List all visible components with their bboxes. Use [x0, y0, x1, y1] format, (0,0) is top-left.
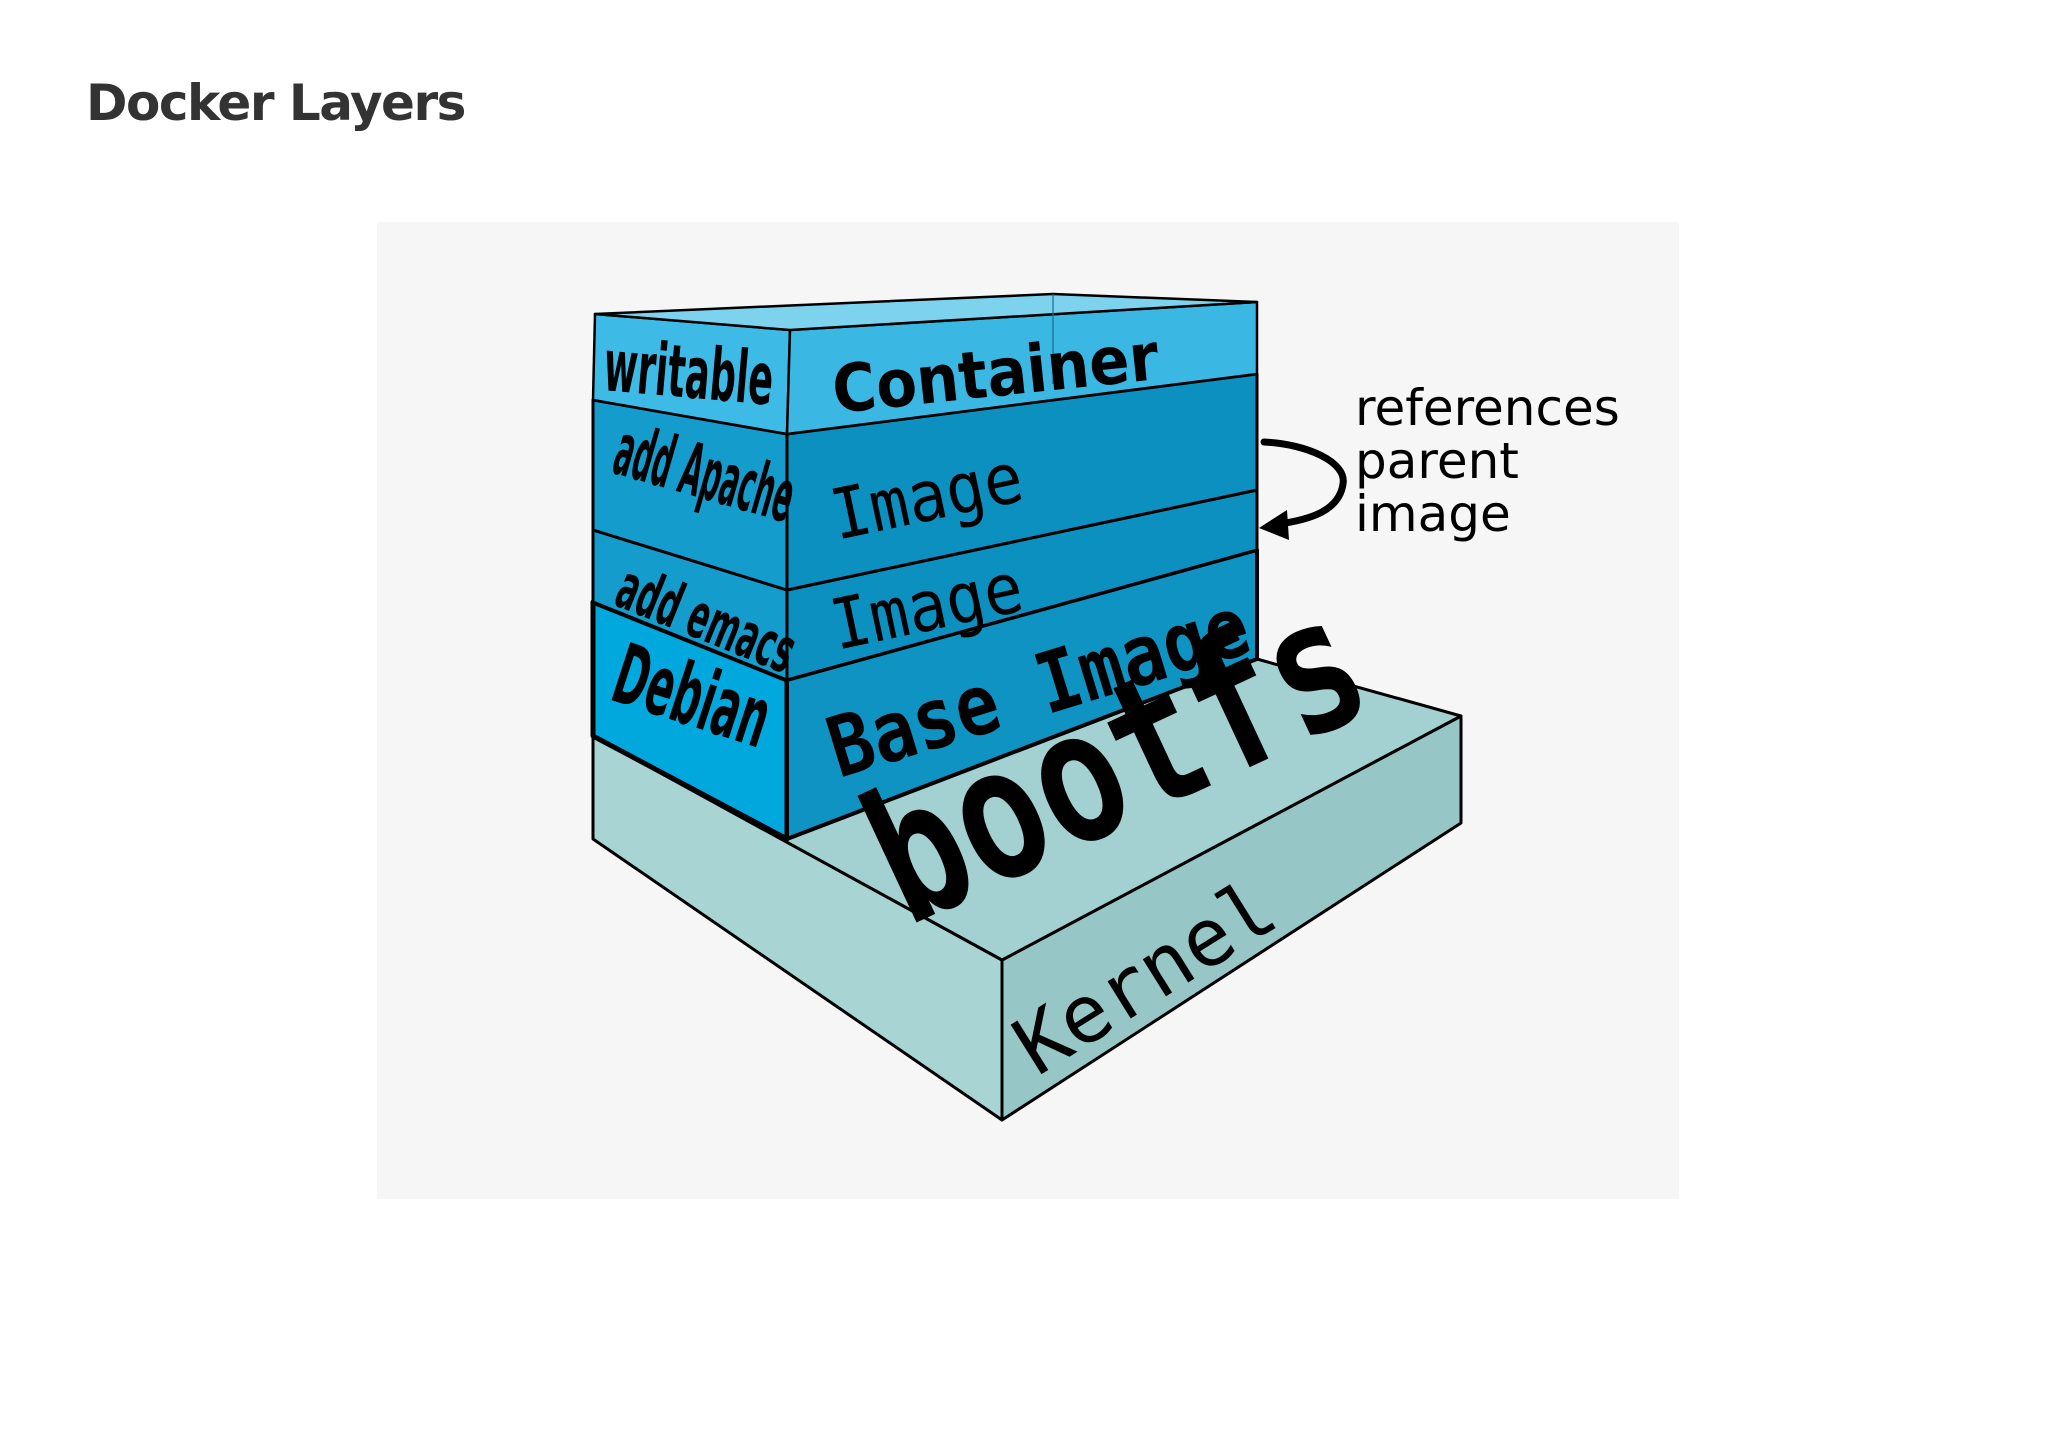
annotation-line-3: image	[1355, 485, 1511, 543]
apache-layer	[591, 372, 1259, 592]
annotation-line-2: parent	[1355, 432, 1519, 490]
docker-layers-svg: writable add Apache add emacs Debian Con…	[590, 292, 1620, 1122]
annotation-line-1: references	[1355, 379, 1620, 437]
container-top-edge-back	[592, 313, 596, 401]
container-top-face	[593, 292, 1259, 332]
container-layer	[591, 292, 1259, 436]
writable-label: writable	[600, 322, 777, 422]
curved-arrow-icon	[1259, 438, 1347, 540]
page-title: Docker Layers	[86, 74, 466, 132]
docker-layers-diagram: writable add Apache add emacs Debian Con…	[377, 222, 1679, 1199]
